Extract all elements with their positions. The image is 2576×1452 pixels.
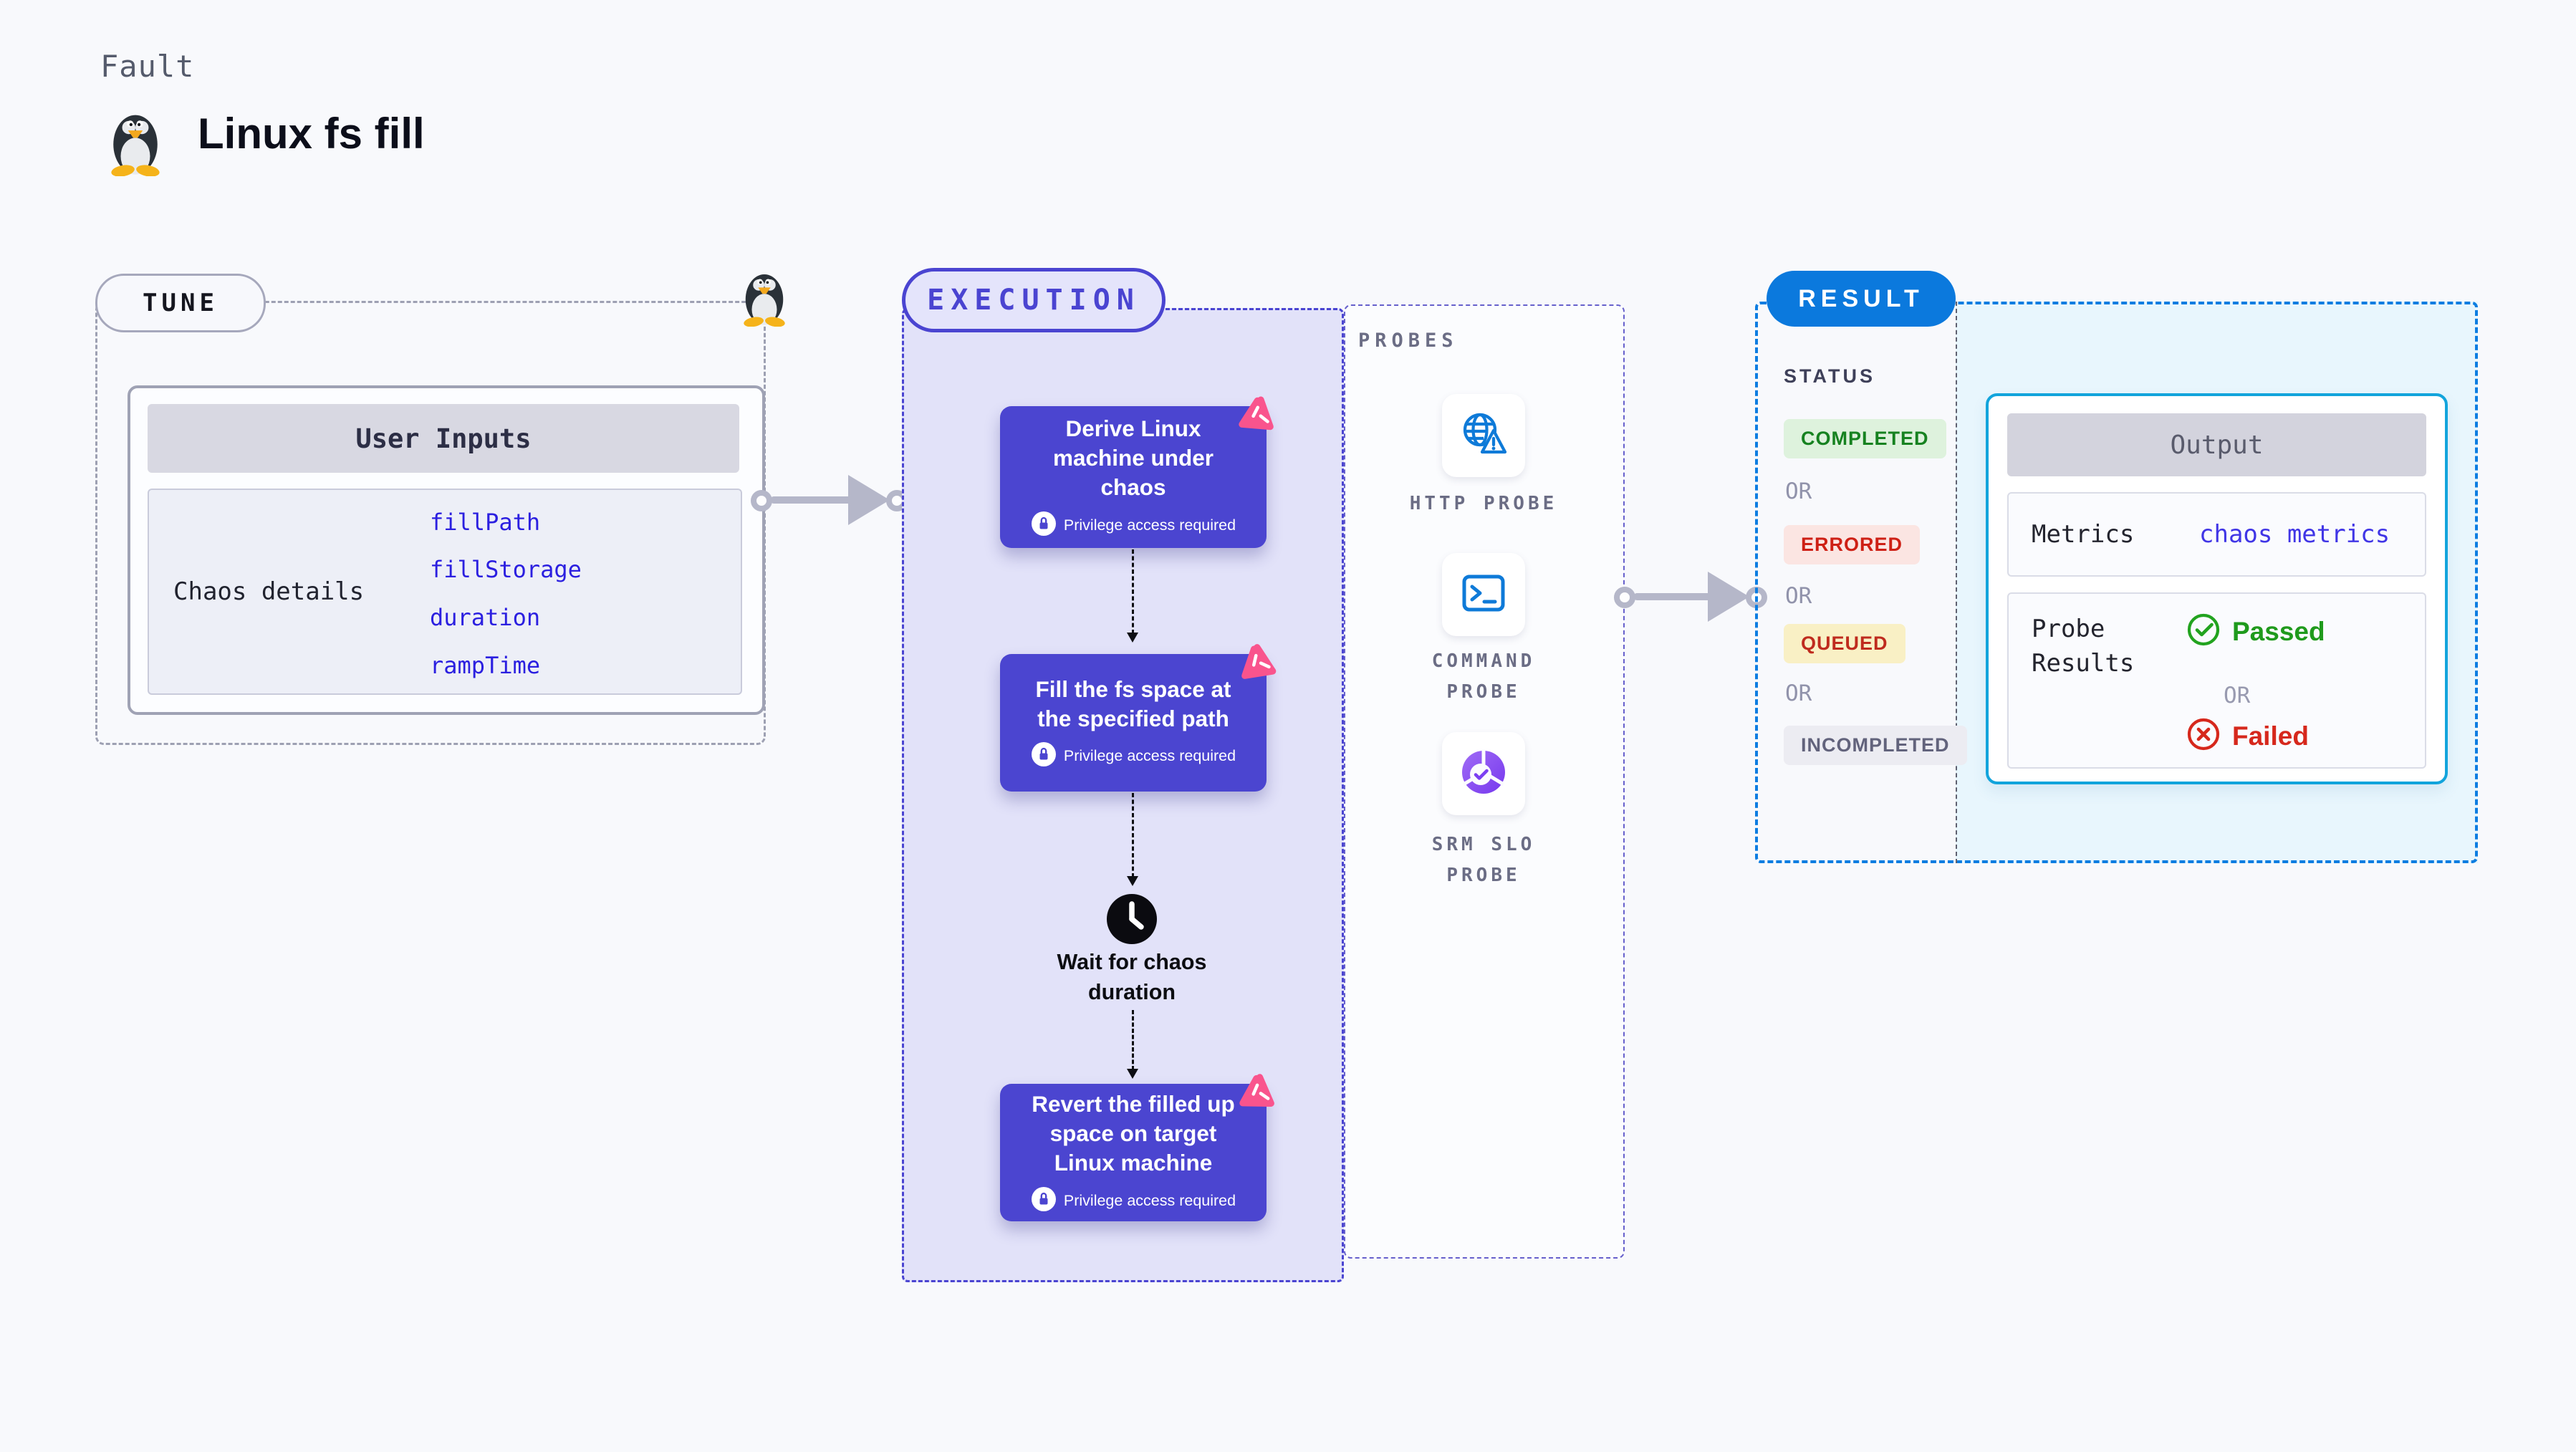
result-section-box: [1755, 302, 2478, 863]
step-title: Derive Linux machine under chaos: [1052, 415, 1214, 500]
input-ramptime[interactable]: rampTime: [430, 652, 541, 679]
chaos-fault-icon: [1235, 640, 1281, 686]
privilege-badge: Privilege access required: [1063, 516, 1236, 534]
chaos-details-label: Chaos details: [173, 577, 365, 606]
execution-step-revert: Revert the filled up space on target Lin…: [1000, 1074, 1274, 1221]
tux-penguin-small-icon: [739, 266, 789, 327]
privilege-badge: Privilege access required: [1063, 747, 1236, 765]
page-title: Linux fs fill: [198, 110, 425, 158]
status-heading: STATUS: [1784, 365, 1875, 387]
check-circle-icon: [2186, 612, 2221, 650]
probe-results-row: Probe Results Passed OR: [2007, 592, 2426, 769]
x-circle-icon: [2186, 717, 2221, 755]
probes-section-label: PROBES: [1358, 330, 1458, 352]
privilege-badge: Privilege access required: [1063, 1191, 1236, 1209]
status-badge-incompleted: INCOMPLETED: [1784, 726, 1967, 765]
output-card: Output Metrics chaos metrics Probe Resul…: [1986, 393, 2448, 784]
clock-icon: [1105, 893, 1158, 946]
execution-step-fill: Fill the fs space at the specified path …: [1000, 644, 1277, 792]
step-connector-1: [1127, 549, 1138, 643]
input-fillpath[interactable]: fillPath: [430, 509, 541, 536]
execution-to-result-arrow: [1614, 569, 1767, 624]
http-probe-card: [1442, 394, 1525, 477]
probe-result-passed: Passed: [2186, 612, 2325, 650]
status-badge-completed: COMPLETED: [1784, 419, 1946, 458]
command-probe-card: [1442, 553, 1525, 636]
status-badge-queued: QUEUED: [1784, 624, 1905, 663]
chaos-fault-icon: [1234, 1069, 1282, 1116]
lock-icon: [1031, 1186, 1057, 1216]
lock-icon: [1031, 741, 1057, 771]
metrics-label: Metrics: [2032, 520, 2135, 549]
slo-donut-check-icon: [1459, 748, 1508, 800]
output-title: Output: [2007, 413, 2426, 476]
terminal-icon: [1461, 572, 1506, 618]
http-probe-label: HTTP PROBE: [1409, 493, 1558, 514]
result-divider-line: [1956, 302, 1957, 863]
failed-label: Failed: [2232, 721, 2309, 751]
user-inputs-title: User Inputs: [148, 404, 739, 473]
result-section-label: RESULT: [1767, 271, 1956, 327]
metrics-row: Metrics chaos metrics: [2007, 492, 2426, 577]
status-badge-errored: ERRORED: [1784, 525, 1921, 564]
probe-results-label: Probe Results: [2032, 615, 2135, 678]
or-separator: OR: [1785, 583, 1812, 609]
user-inputs-card: User Inputs Chaos details fillPath fillS…: [128, 385, 765, 715]
passed-label: Passed: [2232, 616, 2325, 646]
step-title: Revert the filled up space on target Lin…: [1032, 1091, 1235, 1175]
step-connector-3: [1127, 1010, 1138, 1079]
command-probe-label: COMMAND PROBE: [1431, 650, 1536, 703]
step-title: Fill the fs space at the specified path: [1035, 675, 1231, 731]
input-fillstorage[interactable]: fillStorage: [430, 556, 582, 583]
tune-to-execution-arrow: [751, 473, 908, 527]
globe-warning-icon: [1459, 410, 1508, 461]
fault-eyebrow: Fault: [100, 49, 195, 84]
step-connector-2: [1127, 793, 1138, 886]
execution-section-label: EXECUTION: [902, 268, 1166, 332]
probe-result-failed: Failed: [2186, 717, 2309, 755]
wait-for-chaos-label: Wait for chaos duration: [1057, 950, 1207, 1005]
execution-step-derive: Derive Linux machine under chaos Privile…: [1000, 396, 1274, 548]
metrics-value-link[interactable]: chaos metrics: [2199, 520, 2390, 549]
chaos-fault-icon: [1233, 390, 1283, 440]
chaos-details-box: Chaos details fillPath fillStorage durat…: [148, 489, 742, 695]
lock-icon: [1031, 511, 1057, 540]
or-separator: OR: [1785, 479, 1812, 504]
srm-slo-probe-label: SRM SLO PROBE: [1431, 834, 1536, 886]
srm-slo-probe-card: [1442, 732, 1525, 815]
input-duration[interactable]: duration: [430, 604, 541, 631]
or-separator: OR: [2224, 683, 2251, 708]
tux-penguin-icon: [106, 106, 165, 177]
or-separator: OR: [1785, 681, 1812, 706]
tune-section-label: TUNE: [95, 274, 266, 332]
